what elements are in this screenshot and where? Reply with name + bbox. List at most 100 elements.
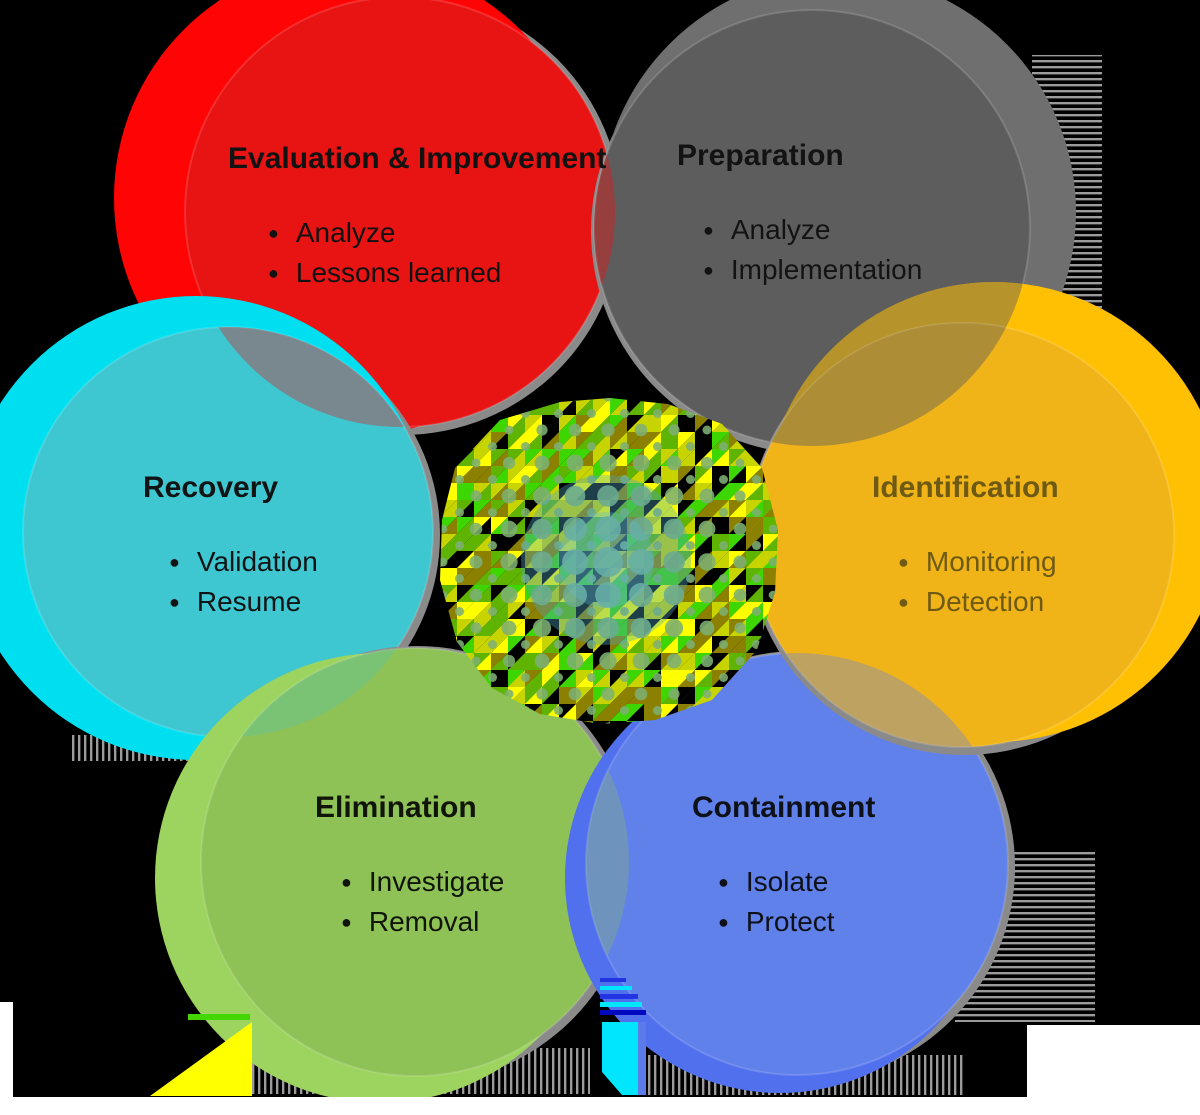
mosaic-dot-small bbox=[620, 508, 629, 517]
mosaic-triangle bbox=[593, 636, 610, 653]
mosaic-dot-small bbox=[488, 640, 497, 649]
mosaic-triangle bbox=[712, 483, 729, 500]
mosaic-triangle bbox=[746, 517, 763, 534]
mosaic-dot-small bbox=[554, 574, 563, 583]
mosaic-triangle bbox=[508, 500, 525, 517]
mosaic-triangle bbox=[661, 636, 678, 653]
mosaic-triangle bbox=[508, 602, 525, 619]
glitch-bar bbox=[600, 986, 632, 990]
mosaic-triangle bbox=[695, 500, 712, 517]
mosaic-dot-small bbox=[653, 442, 662, 451]
mosaic-dot bbox=[562, 549, 588, 575]
mosaic-triangle bbox=[525, 636, 542, 653]
mosaic-dot bbox=[663, 584, 685, 606]
mosaic-dot bbox=[531, 584, 553, 606]
mosaic-dot-small bbox=[620, 574, 629, 583]
mosaic-dot bbox=[768, 557, 778, 567]
mosaic-triangle bbox=[440, 500, 457, 517]
mosaic-dot-small bbox=[620, 541, 629, 550]
mosaic-dot-small bbox=[587, 706, 596, 715]
glitch-yellow-wedge bbox=[150, 1022, 252, 1096]
mosaic-dot bbox=[668, 688, 680, 700]
mosaic-dot bbox=[532, 618, 552, 638]
mosaic-dot-small bbox=[587, 640, 596, 649]
mosaic-dot-small bbox=[554, 442, 563, 451]
mosaic-dot bbox=[469, 555, 483, 569]
mosaic-dot-small bbox=[653, 475, 662, 484]
mosaic-triangle bbox=[542, 670, 559, 687]
mosaic-dot-small bbox=[455, 475, 464, 484]
mosaic-dot bbox=[564, 485, 586, 507]
mosaic-triangle bbox=[644, 653, 661, 670]
mosaic-dot-small bbox=[488, 607, 497, 616]
mosaic-dot-small bbox=[653, 508, 662, 517]
mosaic-triangle bbox=[576, 636, 593, 653]
mosaic-dot-small bbox=[587, 541, 596, 550]
glitch-bar bbox=[600, 978, 626, 982]
mosaic-dot bbox=[504, 425, 514, 435]
mosaic-triangle bbox=[729, 500, 746, 517]
mosaic-triangle bbox=[678, 449, 695, 466]
mosaic-dot-small bbox=[554, 673, 563, 682]
glitch-bar bbox=[600, 1010, 646, 1015]
mosaic-dot bbox=[733, 555, 747, 569]
mosaic-dot bbox=[568, 687, 582, 701]
mosaic-dot-small bbox=[587, 409, 596, 418]
mosaic-dot-small bbox=[488, 508, 497, 517]
mosaic-dot-small bbox=[620, 409, 629, 418]
mosaic-dot-small bbox=[653, 673, 662, 682]
mosaic-dot-small bbox=[521, 574, 530, 583]
mosaic-center-tint bbox=[558, 512, 654, 608]
mosaic-dot-small bbox=[752, 541, 761, 550]
mosaic-dot-small bbox=[587, 673, 596, 682]
mosaic-triangle bbox=[678, 687, 695, 704]
mosaic-dot bbox=[664, 486, 684, 506]
mosaic-dot-small bbox=[620, 475, 629, 484]
mosaic-triangle bbox=[457, 585, 474, 602]
glitch-green-line bbox=[188, 1014, 250, 1020]
mosaic-dot bbox=[500, 586, 518, 604]
mosaic-dot bbox=[531, 518, 553, 540]
mosaic-dot bbox=[502, 654, 516, 668]
mosaic-cell bbox=[644, 687, 661, 704]
mosaic-dot bbox=[628, 549, 654, 575]
mosaic-cell bbox=[457, 483, 474, 500]
mosaic-dot-small bbox=[521, 607, 530, 616]
mosaic-dot-small bbox=[521, 442, 530, 451]
mosaic-dot bbox=[536, 688, 548, 700]
mosaic-dot bbox=[597, 617, 619, 639]
mosaic-triangle bbox=[695, 602, 712, 619]
mosaic-triangle bbox=[610, 636, 627, 653]
mosaic-dot bbox=[666, 455, 682, 471]
mosaic-dot bbox=[702, 689, 712, 699]
mosaic-dot bbox=[698, 553, 716, 571]
mosaic-dot-small bbox=[488, 541, 497, 550]
mosaic-dot bbox=[536, 424, 548, 436]
mosaic-dot bbox=[735, 458, 745, 468]
mosaic-dot bbox=[471, 458, 481, 468]
mosaic-dot bbox=[502, 456, 516, 470]
mosaic-dot-small bbox=[488, 475, 497, 484]
mosaic-triangle bbox=[746, 551, 763, 568]
mosaic-dot-small bbox=[653, 706, 662, 715]
mosaic-dot bbox=[699, 620, 715, 636]
mosaic-triangle bbox=[746, 585, 763, 602]
mosaic-dot bbox=[601, 687, 615, 701]
page-corner-bottom-right bbox=[1027, 1025, 1200, 1100]
mosaic-triangle bbox=[712, 653, 729, 670]
mosaic-dot-small bbox=[554, 409, 563, 418]
mosaic-triangle bbox=[593, 704, 610, 721]
mosaic-triangle bbox=[542, 636, 559, 653]
mosaic-dot bbox=[734, 622, 746, 634]
mosaic-triangle bbox=[474, 636, 491, 653]
mosaic-dot-small bbox=[719, 673, 728, 682]
mosaic-dot-small bbox=[521, 673, 530, 682]
mosaic-dot-small bbox=[521, 541, 530, 550]
mosaic-triangle bbox=[559, 432, 576, 449]
mosaic-dot bbox=[534, 455, 550, 471]
mosaic-triangle bbox=[695, 636, 712, 653]
mosaic-triangle bbox=[525, 670, 542, 687]
mosaic-dot-small bbox=[752, 574, 761, 583]
mosaic-cell bbox=[678, 415, 695, 432]
mosaic-dot bbox=[698, 520, 716, 538]
